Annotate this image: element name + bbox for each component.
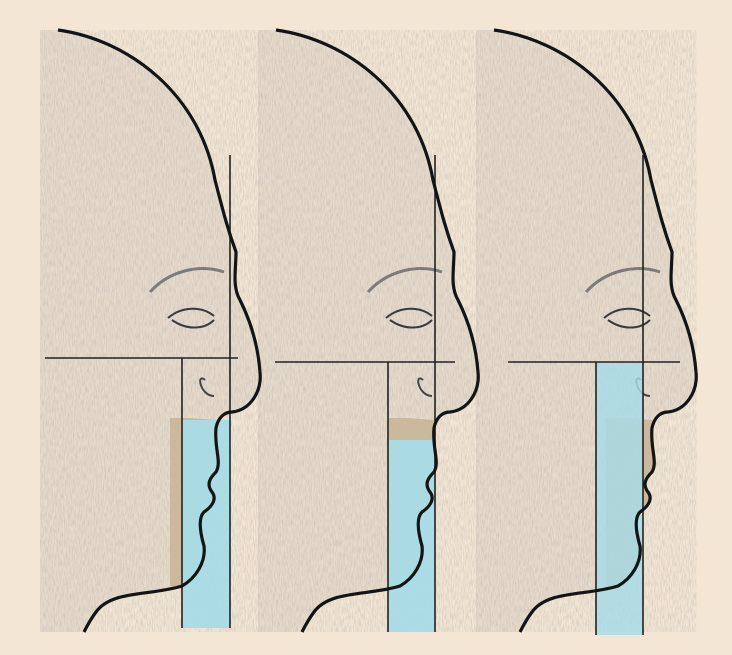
highlight-region [388,440,435,632]
highlight-region [182,420,230,628]
highlight-region [596,362,643,635]
